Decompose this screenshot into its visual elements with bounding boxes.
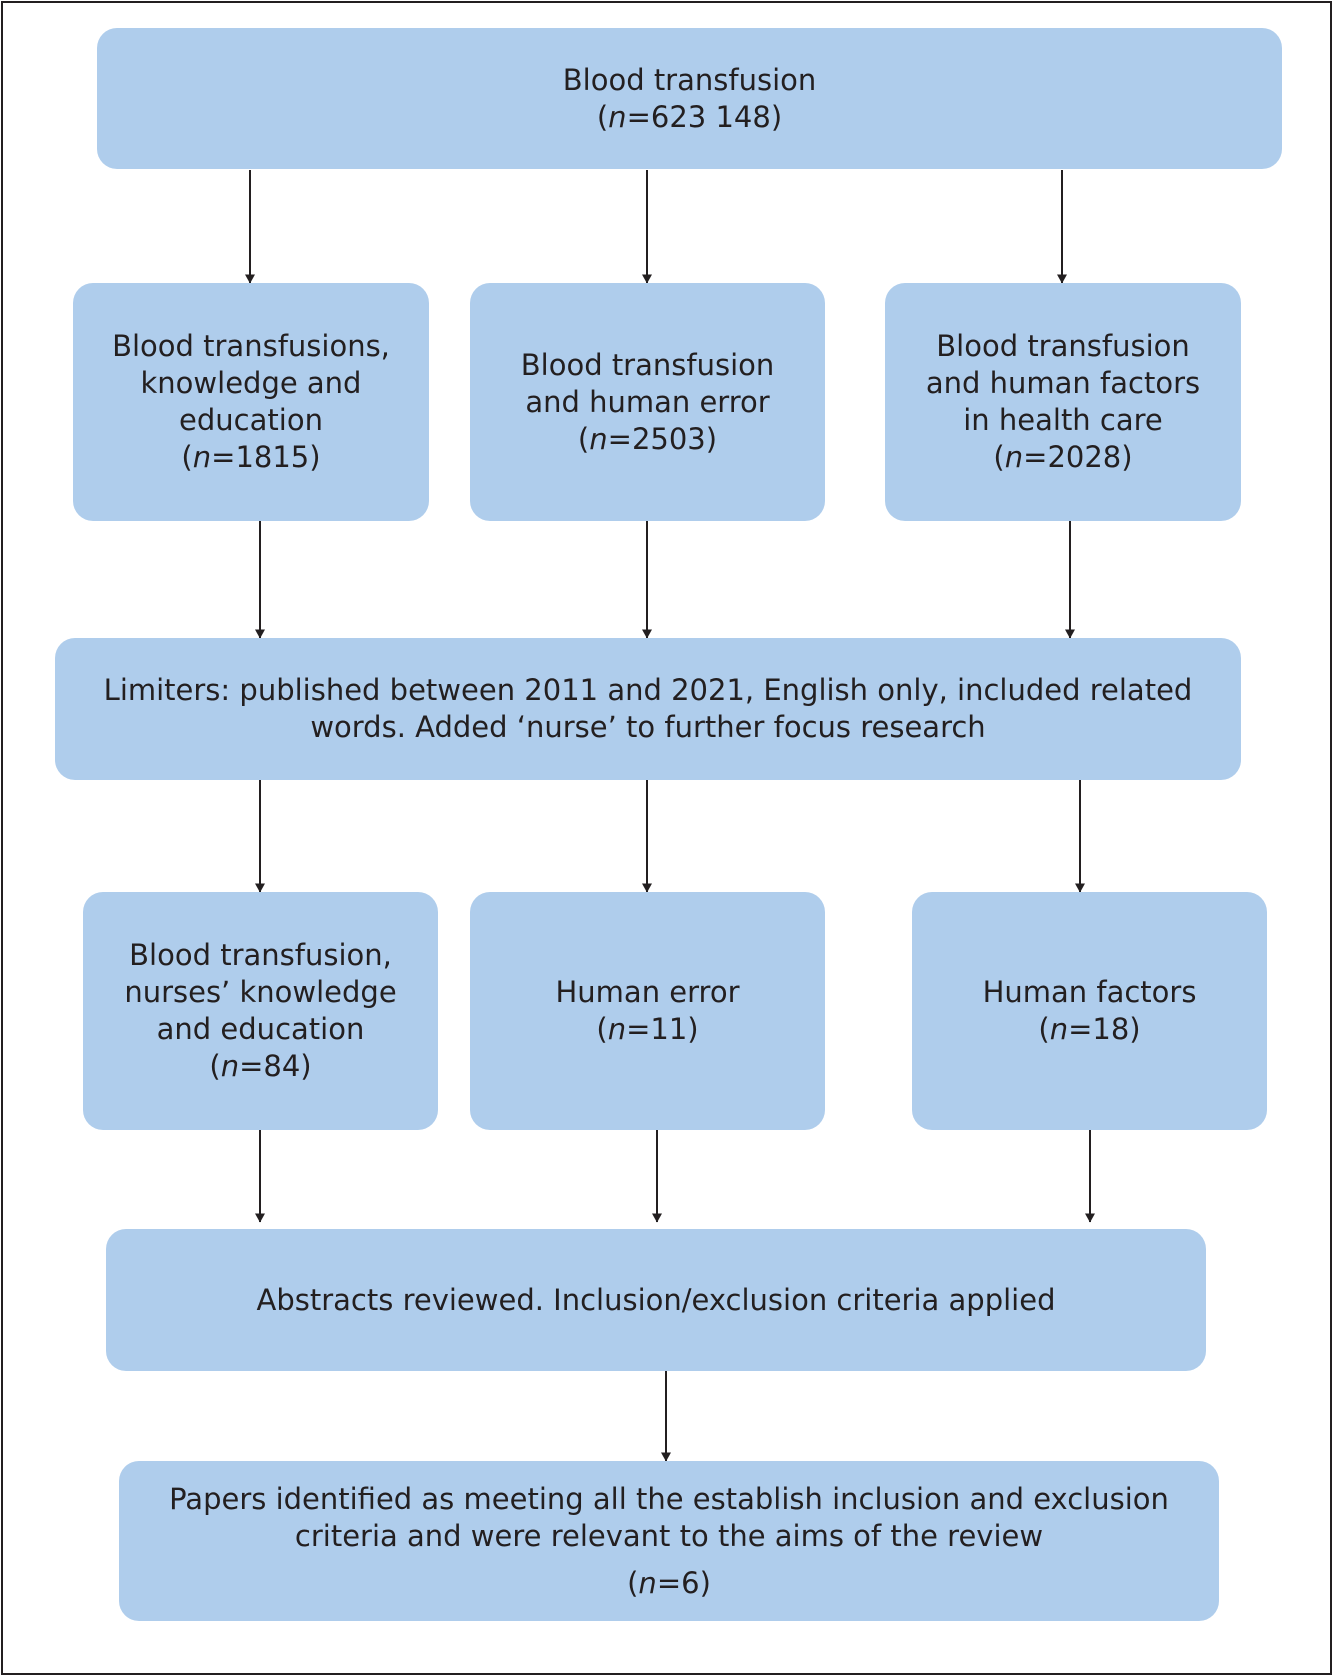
node-text: Limiters: published between 2011 and 202… bbox=[103, 673, 1193, 707]
node-low-center: Human error (n=11) bbox=[470, 892, 825, 1130]
node-count: (n=2503) bbox=[577, 421, 718, 456]
node-text: Blood transfusion bbox=[520, 347, 775, 382]
node-text: Blood transfusion, bbox=[129, 938, 392, 972]
node-text: nurses’ knowledge bbox=[124, 975, 397, 1009]
node-text: Blood transfusion bbox=[562, 62, 817, 97]
node-text: words. Added ‘nurse’ to further focus re… bbox=[310, 710, 986, 744]
node-text: Blood transfusion bbox=[936, 329, 1190, 363]
node-text: knowledge and bbox=[140, 366, 362, 400]
node-text: Papers identified as meeting all the est… bbox=[169, 1481, 1169, 1516]
node-text: education bbox=[179, 403, 323, 437]
node-text: and human factors bbox=[925, 366, 1201, 400]
node-text: Blood transfusions, bbox=[112, 329, 390, 363]
node-top: Blood transfusion (n=623 148) bbox=[97, 28, 1282, 169]
node-count: (n=6) bbox=[627, 1565, 711, 1600]
node-limiters: Limiters: published between 2011 and 202… bbox=[55, 638, 1241, 780]
node-text: Human error bbox=[555, 975, 740, 1009]
node-count: (n=2028) bbox=[993, 440, 1133, 474]
node-text: Abstracts reviewed. Inclusion/exclusion … bbox=[256, 1282, 1056, 1317]
node-text: criteria and were relevant to the aims o… bbox=[294, 1518, 1044, 1553]
node-text: in health care bbox=[963, 403, 1163, 437]
node-count: (n=84) bbox=[209, 1049, 312, 1083]
node-count: (n=1815) bbox=[181, 440, 321, 474]
node-mid-left: Blood transfusions, knowledge and educat… bbox=[73, 283, 429, 521]
node-count: (n=11) bbox=[596, 1012, 699, 1046]
node-abstracts: Abstracts reviewed. Inclusion/exclusion … bbox=[106, 1229, 1206, 1371]
node-low-left: Blood transfusion, nurses’ knowledge and… bbox=[83, 892, 438, 1130]
node-count: (n=18) bbox=[1038, 1012, 1141, 1046]
node-text: and human error bbox=[525, 384, 770, 419]
node-text: Human factors bbox=[982, 975, 1197, 1009]
node-text: and education bbox=[156, 1012, 365, 1046]
node-low-right: Human factors (n=18) bbox=[912, 892, 1267, 1130]
node-mid-right: Blood transfusion and human factors in h… bbox=[885, 283, 1241, 521]
node-mid-center: Blood transfusion and human error (n=250… bbox=[470, 283, 825, 521]
node-count: (n=623 148) bbox=[596, 99, 783, 134]
node-final: Papers identified as meeting all the est… bbox=[119, 1461, 1219, 1621]
